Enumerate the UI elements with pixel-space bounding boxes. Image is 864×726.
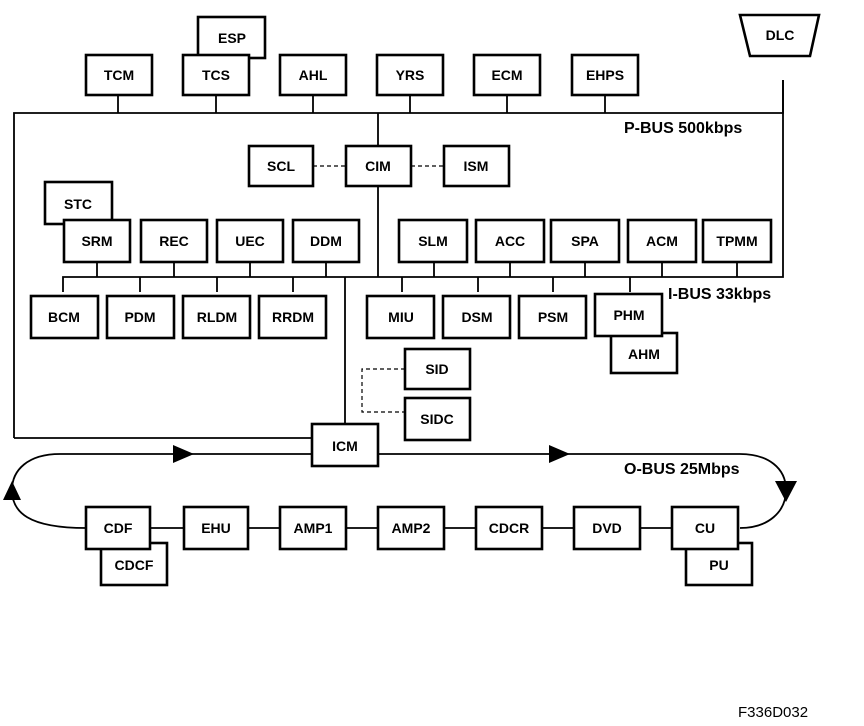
module-yrs-label: YRS [396,67,425,83]
module-cdcf-label: CDCF [115,557,154,573]
module-phm: PHM [593,292,664,338]
module-cu: CU [670,505,740,551]
module-rrdm: RRDM [257,294,328,340]
module-spa: SPA [549,218,621,264]
module-icm-label: ICM [332,438,358,454]
module-rec-label: REC [159,233,189,249]
module-slm: SLM [397,218,469,264]
module-cim-label: CIM [365,158,391,174]
module-rldm: RLDM [181,294,252,340]
module-pu-label: PU [709,557,728,573]
module-psm-label: PSM [538,309,568,325]
dashed-links [313,165,444,413]
module-bcm-label: BCM [48,309,80,325]
module-ddm-label: DDM [310,233,342,249]
module-sidc-label: SIDC [420,411,453,427]
module-ism-label: ISM [464,158,489,174]
module-pdm: PDM [105,294,176,340]
i-bus-wiring [62,80,784,424]
module-scl: SCL [247,144,315,188]
module-spa-label: SPA [571,233,599,249]
module-ehu: EHU [182,505,250,551]
module-ism: ISM [442,144,511,188]
module-dvd-label: DVD [592,520,622,536]
module-cdf: CDF [84,505,152,551]
module-ddm: DDM [291,218,361,264]
module-sid: SID [403,347,472,391]
module-amp2-label: AMP2 [392,520,431,536]
module-acm-label: ACM [646,233,678,249]
module-esp-label: ESP [218,30,246,46]
module-psm: PSM [517,294,588,340]
module-tpmm: TPMM [701,218,773,264]
o-bus-ring [3,445,797,529]
module-cu-label: CU [695,520,715,536]
module-stc: STC [43,180,114,226]
module-bcm: BCM [29,294,100,340]
module-uec: UEC [215,218,285,264]
module-acm: ACM [626,218,698,264]
module-dvd: DVD [572,505,642,551]
module-ehu-label: EHU [201,520,231,536]
module-tcm-label: TCM [104,67,134,83]
module-uec-label: UEC [235,233,265,249]
module-ahm: AHM [609,331,679,375]
module-sid-label: SID [425,361,448,377]
module-scl-label: SCL [267,158,295,174]
module-yrs: YRS [375,53,445,97]
module-ehps: EHPS [570,53,640,97]
module-sidc: SIDC [403,396,472,442]
p-bus-label: P-BUS 500kbps [624,120,742,137]
module-acc: ACC [474,218,546,264]
module-tpmm-label: TPMM [716,233,757,249]
module-miu: MIU [365,294,436,340]
o-bus-label: O-BUS 25Mbps [624,461,740,478]
module-pdm-label: PDM [124,309,155,325]
module-ecm-label: ECM [491,67,522,83]
module-tcm: TCM [84,53,154,97]
figure-code: F336D032 [738,704,808,721]
module-dlc-label: DLC [766,27,795,43]
module-rldm-label: RLDM [197,309,237,325]
module-srm: SRM [62,218,132,264]
module-ahl-label: AHL [299,67,328,83]
module-phm-label: PHM [613,307,644,323]
module-dsm: DSM [441,294,512,340]
module-slm-label: SLM [418,233,448,249]
module-cim: CIM [344,144,413,188]
o-bus-arrow-right-1 [173,445,194,463]
o-bus-arrow-down [775,481,797,502]
module-dsm-label: DSM [461,309,492,325]
module-cdcr: CDCR [474,505,544,551]
module-tcs: TCS [181,53,251,97]
module-rrdm-label: RRDM [272,309,314,325]
o-bus-arrow-up [3,481,21,500]
o-bus-arrow-right-2 [549,445,570,463]
module-ecm: ECM [472,53,542,97]
module-srm-label: SRM [81,233,112,249]
module-icm: ICM [310,422,380,468]
module-acc-label: ACC [495,233,525,249]
module-ehps-label: EHPS [586,67,624,83]
module-cdcr-label: CDCR [489,520,529,536]
module-stc-label: STC [64,196,92,212]
module-amp1-label: AMP1 [294,520,333,536]
module-dlc: DLC [738,13,821,58]
module-miu-label: MIU [388,309,414,325]
module-tcs-label: TCS [202,67,230,83]
module-esp: ESP [196,15,267,60]
module-ahl: AHL [278,53,348,97]
module-amp2: AMP2 [376,505,446,551]
module-ahm-label: AHM [628,346,660,362]
module-cdf-label: CDF [104,520,133,536]
module-amp1: AMP1 [278,505,348,551]
module-rec: REC [139,218,209,264]
i-bus-label: I-BUS 33kbps [668,286,771,303]
